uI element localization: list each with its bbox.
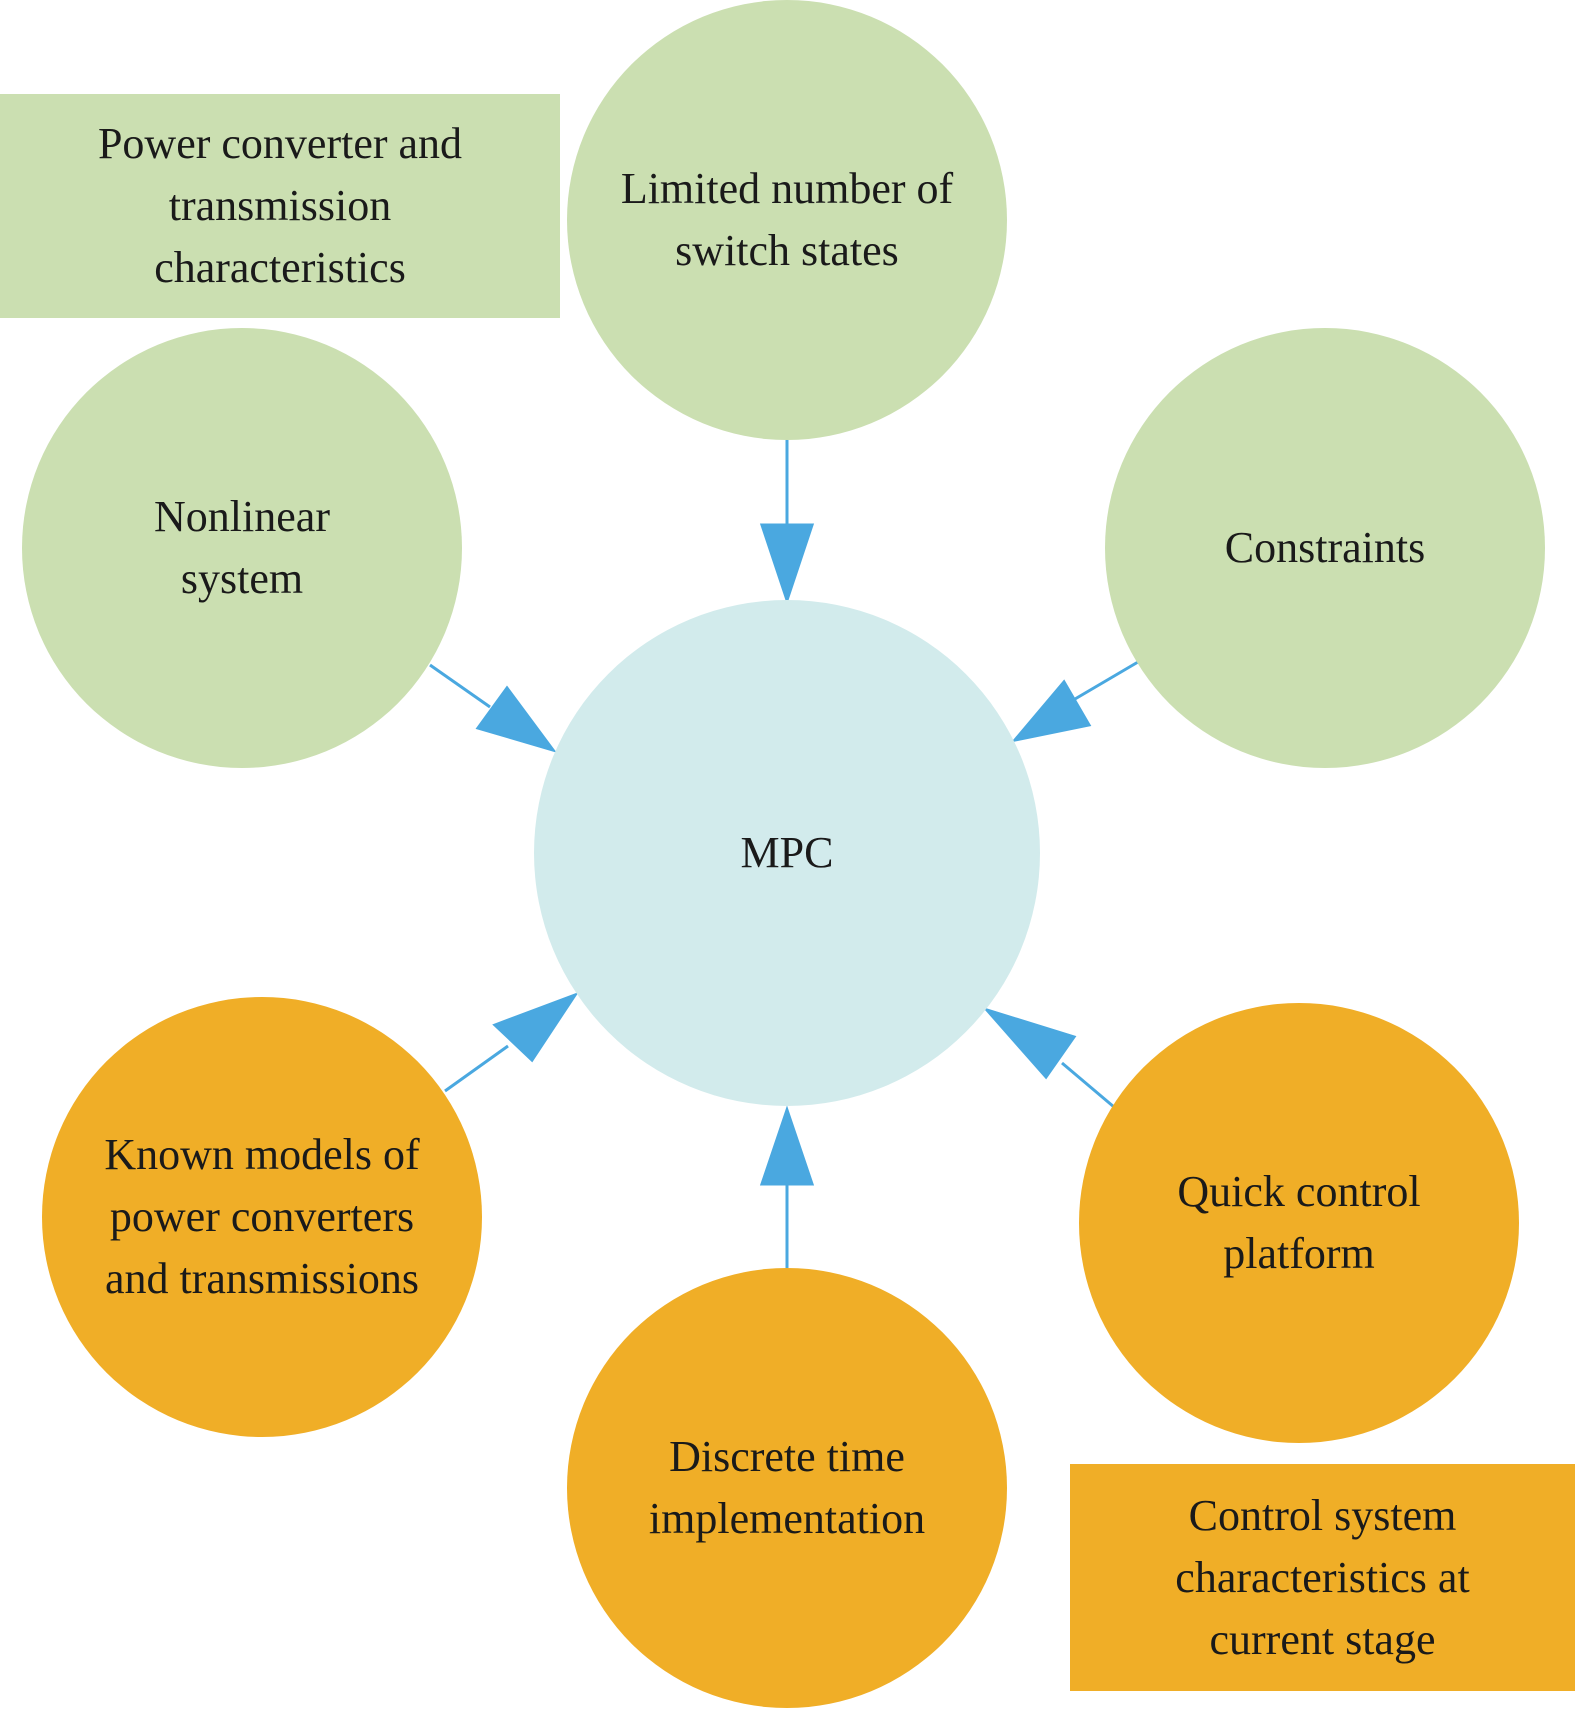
- quick-platform-node: Quick control platform: [1079, 1003, 1519, 1443]
- switch-states-label: Limited number of switch states: [620, 164, 954, 275]
- arrow-known-models-to-mpc: [444, 991, 579, 1093]
- known-models-label: Known models of power converters and tra…: [104, 1130, 420, 1303]
- mpc-label: MPC: [740, 828, 834, 877]
- quick-platform-label: Quick control platform: [1177, 1167, 1421, 1278]
- control-system-characteristics-box: Control system characteristics at curren…: [1070, 1464, 1575, 1691]
- arrow-discrete-time-to-mpc: [759, 1105, 815, 1268]
- switch-states-node: Limited number of switch states: [567, 0, 1007, 440]
- power-converter-characteristics-box: Power converter and transmission charact…: [0, 94, 560, 318]
- power-converter-characteristics-label: Power converter and transmission charact…: [97, 119, 463, 292]
- nonlinear-system-node: Nonlinear system: [22, 328, 462, 768]
- arrow-quick-platform-to-mpc: [982, 1006, 1115, 1109]
- known-models-node: Known models of power converters and tra…: [42, 997, 482, 1437]
- nonlinear-system-label: Nonlinear system: [154, 492, 330, 603]
- constraints-label: Constraints: [1224, 523, 1426, 572]
- discrete-time-label: Discrete time implementation: [648, 1432, 926, 1543]
- control-system-characteristics-label: Control system characteristics at curren…: [1175, 1490, 1470, 1664]
- mpc-node: MPC: [534, 600, 1040, 1106]
- arrow-switch-states-to-mpc: [759, 440, 815, 605]
- discrete-time-node: Discrete time implementation: [567, 1268, 1007, 1708]
- arrow-constraints-to-mpc: [1011, 660, 1139, 743]
- constraints-node: Constraints: [1105, 328, 1545, 768]
- arrow-nonlinear-to-mpc: [429, 663, 557, 753]
